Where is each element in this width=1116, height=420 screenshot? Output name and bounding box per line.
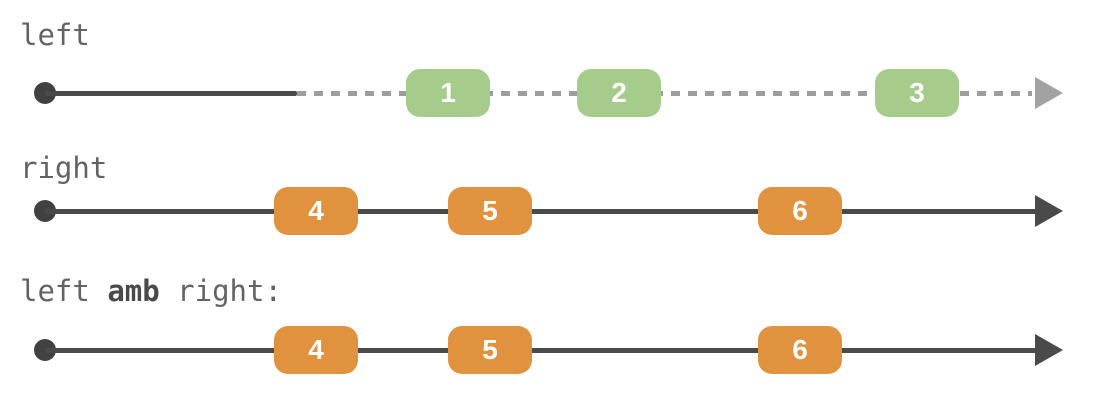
timeline-label-result: left amb right: xyxy=(20,274,282,308)
timeline-arrow-icon xyxy=(1035,334,1063,366)
label-text: right xyxy=(20,151,108,185)
marble-4: 4 xyxy=(274,187,358,235)
marble-5: 5 xyxy=(448,326,532,374)
timeline-label-right: right xyxy=(20,151,107,185)
timeline-solid-line xyxy=(45,348,1038,353)
marble-6: 6 xyxy=(758,326,842,374)
marble-value: 4 xyxy=(308,195,324,226)
marble-value: 5 xyxy=(482,195,498,226)
marble-value: 6 xyxy=(792,334,808,365)
marble-value: 5 xyxy=(482,334,498,365)
label-operator-name: amb xyxy=(107,274,160,308)
timeline-dashed-line xyxy=(297,91,1032,96)
timeline-solid-line xyxy=(45,209,1038,214)
marble-value: 4 xyxy=(308,334,324,365)
label-text: left xyxy=(20,274,108,308)
marble-6: 6 xyxy=(758,187,842,235)
marble-2: 2 xyxy=(577,69,661,117)
timeline-arrow-icon xyxy=(1035,77,1063,109)
label-text: left xyxy=(20,18,90,52)
timeline-solid-line xyxy=(45,91,297,96)
marble-3: 3 xyxy=(875,69,959,117)
label-text: right: xyxy=(159,274,282,308)
marble-5: 5 xyxy=(448,187,532,235)
marble-4: 4 xyxy=(274,326,358,374)
marble-value: 2 xyxy=(611,77,627,108)
marble-1: 1 xyxy=(406,69,490,117)
timeline-arrow-icon xyxy=(1035,195,1063,227)
marble-value: 3 xyxy=(909,77,925,108)
timeline-label-left: left xyxy=(20,18,90,52)
marble-value: 6 xyxy=(792,195,808,226)
marble-value: 1 xyxy=(440,77,456,108)
